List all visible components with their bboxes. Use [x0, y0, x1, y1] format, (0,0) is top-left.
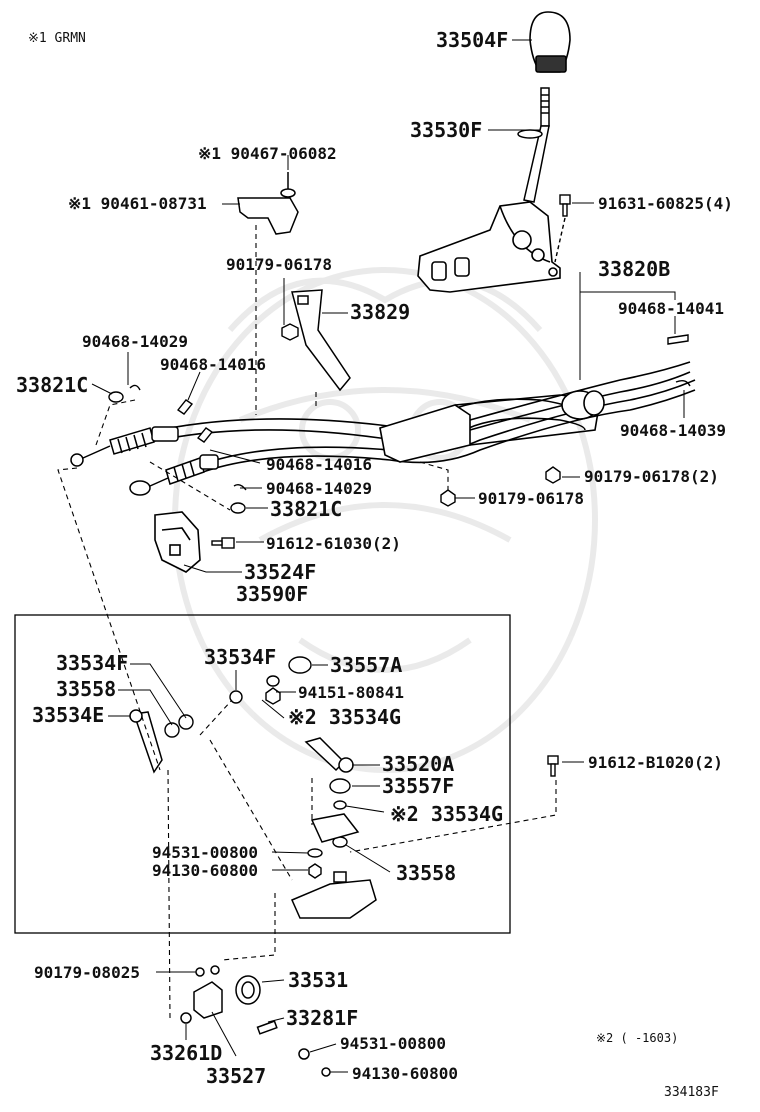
notes: ※1 GRMN ※2 ( -1603) 334183F [28, 31, 719, 1100]
label-90179-08025: 90179-08025 [34, 963, 140, 982]
label-33504F: 33504F [436, 28, 508, 52]
cable-bracket [379, 390, 605, 463]
part-labels: 33504F 33530F 91631-60825(4) ※1 90467-06… [16, 28, 733, 1088]
shift-lever [517, 87, 550, 203]
label-94130-b: 94130-60800 [352, 1064, 458, 1083]
shift-cables [149, 361, 696, 474]
lever-33520A [304, 737, 360, 843]
label-33524F: 33524F [244, 560, 316, 584]
clips [129, 334, 691, 491]
retainer-90461 [237, 172, 299, 235]
base-33558 [291, 871, 377, 919]
label-33534G-b: ※2 33534G [390, 802, 503, 826]
note-date-range: ※2 ( -1603) [596, 1031, 678, 1045]
label-94531-a: 94531-00800 [152, 843, 258, 862]
label-90468-14029-b: 90468-14029 [266, 479, 372, 498]
bolt-91612-61030 [211, 537, 235, 549]
bracket-33829 [291, 289, 351, 392]
label-94130-a: 94130-60800 [152, 861, 258, 880]
label-33527: 33527 [206, 1064, 266, 1088]
bolt-91631 [554, 194, 571, 263]
assembly-33590F-box [14, 614, 511, 934]
label-33821C-a: 33821C [16, 373, 88, 397]
cable-end-upper [70, 426, 179, 467]
label-33558-b: 33558 [396, 861, 456, 885]
dashed-guides [57, 225, 557, 1019]
nuts [281, 323, 561, 507]
label-33821C-b: 33821C [270, 497, 342, 521]
bolt-91612-B1020 [547, 755, 559, 777]
label-91631: 91631-60825(4) [598, 194, 733, 213]
leader-lines [91, 39, 685, 1073]
shift-knob [529, 11, 571, 73]
label-90468-14029-a: 90468-14029 [82, 332, 188, 351]
label-33590F: 33590F [236, 582, 308, 606]
label-90467: ※1 90467-06082 [198, 144, 337, 163]
label-33534E: 33534E [32, 703, 104, 727]
label-33531: 33531 [288, 968, 348, 992]
label-90179-06178-a: 90179-06178 [226, 255, 332, 274]
label-33261D: 33261D [150, 1041, 222, 1065]
note-grmn: ※1 GRMN [28, 31, 86, 46]
label-91612-B1020: 91612-B1020(2) [588, 753, 723, 772]
bottom-parts [180, 965, 331, 1077]
support-33524F [154, 511, 201, 573]
washers [108, 391, 246, 514]
label-94531-b: 94531-00800 [340, 1034, 446, 1053]
shift-lever-housing [417, 201, 561, 293]
label-33557A: 33557A [330, 653, 402, 677]
label-33558-a: 33558 [56, 677, 116, 701]
label-33829: 33829 [350, 300, 410, 324]
label-94151: 94151-80841 [298, 683, 404, 702]
label-33281F: 33281F [286, 1006, 358, 1030]
label-90468-14039: 90468-14039 [620, 421, 726, 440]
label-33534F-b: 33534F [204, 645, 276, 669]
label-90468-14016-b: 90468-14016 [266, 455, 372, 474]
label-90468-14041: 90468-14041 [618, 299, 724, 318]
label-90179-06178-2: 90179-06178(2) [584, 467, 719, 486]
label-91612-61030: 91612-61030(2) [266, 534, 401, 553]
label-33534G-a: ※2 33534G [288, 705, 401, 729]
label-33820B: 33820B [598, 257, 670, 281]
bushings-inset [164, 656, 351, 879]
watermark-emblem [172, 267, 598, 773]
label-33557F: 33557F [382, 774, 454, 798]
label-33534F-a: 33534F [56, 651, 128, 675]
diagram-id: 334183F [664, 1085, 719, 1100]
label-33520A: 33520A [382, 752, 454, 776]
label-90461: ※1 90461-08731 [68, 194, 207, 213]
label-90468-14016-a: 90468-14016 [160, 355, 266, 374]
label-33530F: 33530F [410, 118, 482, 142]
label-90179-06178-b: 90179-06178 [478, 489, 584, 508]
